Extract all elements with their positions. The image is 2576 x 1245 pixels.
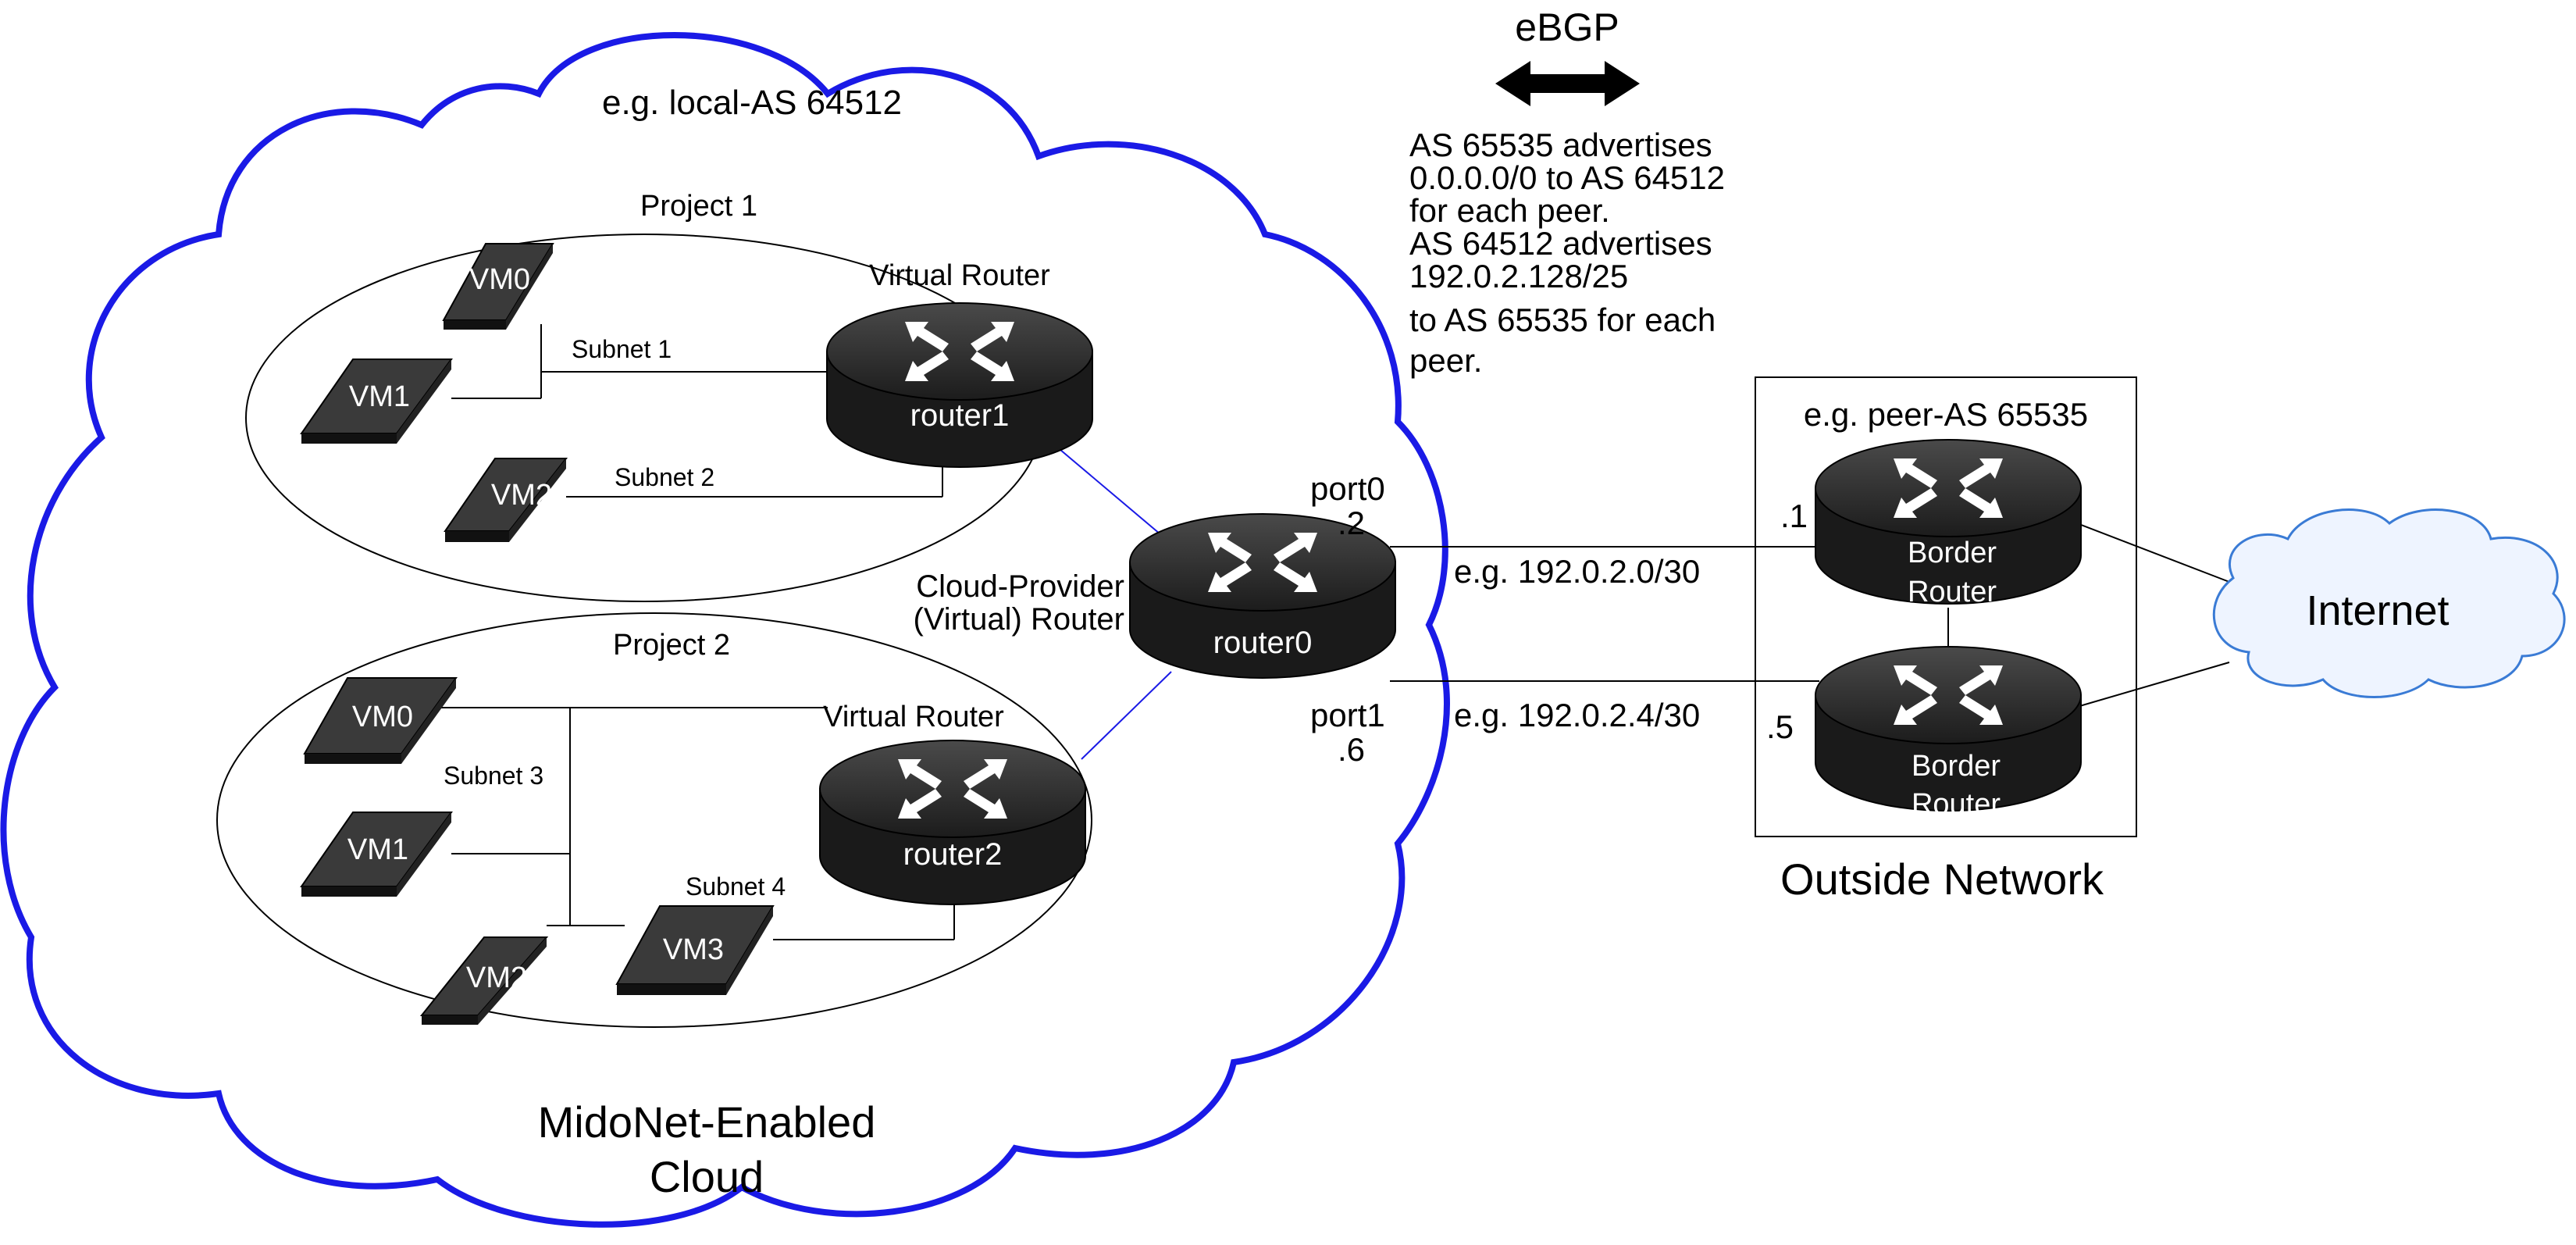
project2-vm1-label: VM1 [347, 833, 408, 866]
provider-label-line2: (Virtual) Router [914, 602, 1124, 637]
vm-device: VM2 [444, 458, 568, 542]
port0-label: port0 [1310, 470, 1385, 507]
midonet-cloud-outline [0, 32, 1450, 1228]
border1-label-line2: Router [1908, 576, 1997, 608]
project1-title: Project 1 [640, 190, 757, 223]
bgp-note-line: peer. [1409, 342, 1482, 379]
border-router-1 [1815, 439, 2082, 605]
outside-network-caption: Outside Network [1780, 854, 2104, 904]
vm-device: VM0 [442, 243, 554, 330]
peer-as-label: e.g. peer-AS 65535 [1804, 396, 2088, 433]
internet-label: Internet [2306, 587, 2449, 634]
subnet3-label: Subnet 3 [444, 762, 543, 790]
provider-links [1049, 441, 1176, 760]
router2 [819, 740, 1086, 905]
border2-label-line1: Border [1912, 750, 2001, 783]
cloud-name-line1: MidoNet-Enabled [538, 1097, 876, 1147]
bgp-note-line: AS 64512 advertises [1409, 225, 1712, 262]
project2-vm3-label: VM3 [663, 933, 724, 966]
local-as-label: e.g. local-AS 64512 [602, 84, 902, 122]
border1-ip: .1 [1780, 498, 1808, 534]
vm-device: VM3 [615, 905, 775, 995]
port1-label: port1 [1310, 697, 1385, 733]
border2-ip: .5 [1766, 708, 1794, 745]
internet-cloud-icon [2212, 508, 2566, 698]
vm-device: VM1 [300, 812, 453, 897]
vm-device: VM2 [419, 936, 549, 1025]
bgp-note-line: AS 65535 advertises [1409, 127, 1712, 163]
subnet4-label: Subnet 4 [686, 872, 786, 901]
bgp-notes: AS 65535 advertises 0.0.0.0/0 to AS 6451… [1409, 127, 1725, 379]
project2-router-title: Virtual Router [823, 701, 1004, 733]
bgp-note-line: 0.0.0.0/0 to AS 64512 [1409, 159, 1725, 196]
bgp-note-line: to AS 65535 for each [1409, 301, 1716, 338]
project2-vm0-label: VM0 [352, 701, 413, 733]
subnet1-label: Subnet 1 [572, 335, 672, 363]
router0 [1129, 513, 1396, 679]
router0-label: router0 [1213, 626, 1313, 660]
link-subnet-a: e.g. 192.0.2.0/30 [1454, 553, 1700, 590]
port1-ip: .6 [1338, 731, 1365, 768]
border2-label-line2: Router [1912, 788, 2001, 821]
double-arrow-icon [1495, 61, 1640, 106]
router1-label: router1 [910, 398, 1010, 433]
project1-router-title: Virtual Router [869, 259, 1050, 292]
subnet2-label: Subnet 2 [615, 463, 714, 491]
project1-vm1-label: VM1 [349, 380, 410, 413]
port0-ip: .2 [1338, 505, 1365, 541]
border1-label-line1: Border [1908, 537, 1997, 569]
project1-vm2-label: VM2 [491, 479, 552, 512]
bgp-note-line: for each peer. [1409, 192, 1610, 229]
ebgp-title: eBGP [1515, 5, 1619, 49]
cloud-name-line2: Cloud [650, 1152, 764, 1201]
router2-label: router2 [903, 837, 1003, 872]
outside-network-box [1755, 376, 2137, 837]
project1-vm0-label: VM0 [469, 263, 530, 296]
project2-wires [429, 707, 955, 940]
router1 [826, 302, 1093, 468]
provider-label-line1: Cloud-Provider [916, 569, 1124, 604]
vm-device: VM1 [300, 359, 453, 444]
bgp-note-line: 192.0.2.128/25 [1409, 258, 1628, 294]
border-router-2 [1815, 646, 2082, 812]
project1-wires [451, 324, 943, 498]
project2-vm2-label: VM2 [466, 961, 527, 994]
link-subnet-b: e.g. 192.0.2.4/30 [1454, 697, 1700, 733]
project2-boundary [216, 612, 1092, 1028]
uplink-wires [1390, 523, 2230, 708]
vm-device: VM0 [303, 677, 458, 764]
project2-title: Project 2 [613, 629, 730, 662]
